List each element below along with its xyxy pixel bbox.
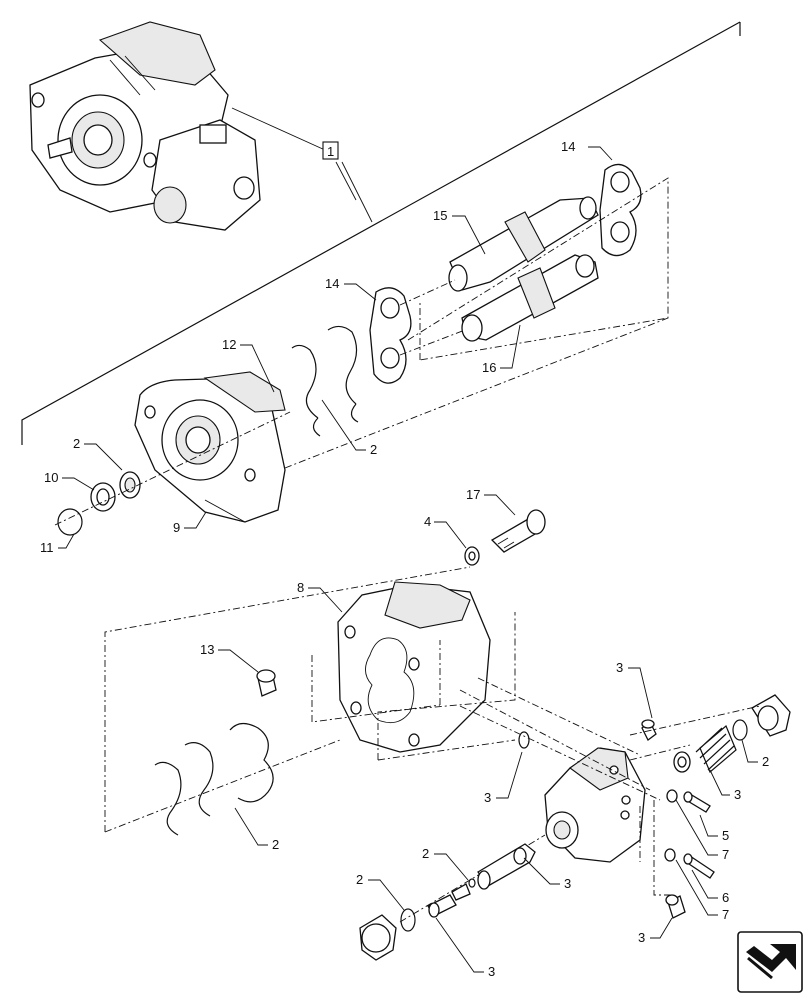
screw-5 bbox=[683, 791, 711, 813]
callout-label-17: 17 bbox=[466, 487, 480, 502]
callout-label-6: 6 bbox=[722, 890, 729, 905]
small-o-ring bbox=[468, 878, 476, 888]
callout-label-2-right: 2 bbox=[762, 754, 769, 769]
callout-label-1: 1 bbox=[327, 144, 334, 159]
dowel-sleeve-13 bbox=[256, 669, 277, 697]
callout-numbers: 14 15 14 16 12 2 2 10 11 9 17 4 8 13 3 2… bbox=[40, 139, 769, 979]
plug-o-ring bbox=[400, 908, 416, 932]
callout-label-9: 9 bbox=[173, 520, 180, 535]
bleed-screw-top bbox=[641, 719, 657, 741]
drive-gear-shaft bbox=[448, 196, 599, 292]
callout-label-3-bottom: 3 bbox=[488, 964, 495, 979]
driven-gear-shaft bbox=[461, 254, 599, 342]
valve-seat bbox=[451, 883, 471, 901]
callout-1: 1 bbox=[231, 107, 373, 223]
seal-retainer-ring bbox=[90, 482, 116, 512]
snap-ring bbox=[57, 508, 83, 536]
o-ring-center bbox=[518, 731, 530, 749]
callout-label-10: 10 bbox=[44, 470, 58, 485]
callout-label-11: 11 bbox=[40, 540, 54, 555]
callout-label-4: 4 bbox=[424, 514, 431, 529]
callout-label-14-top: 14 bbox=[561, 139, 575, 154]
next-page-arrow-icon[interactable] bbox=[737, 931, 803, 993]
washer-4 bbox=[464, 546, 480, 566]
callout-label-3-spool: 3 bbox=[564, 876, 571, 891]
callout-label-16: 16 bbox=[482, 360, 496, 375]
washer-7-a bbox=[666, 789, 678, 803]
callout-label-12: 12 bbox=[222, 337, 236, 352]
callout-label-2-seal: 2 bbox=[73, 436, 80, 451]
bearing-plate-left bbox=[369, 287, 412, 384]
callout-label-2-plug: 2 bbox=[356, 872, 363, 887]
washer-7-b bbox=[664, 848, 676, 862]
relief-washer bbox=[673, 751, 691, 773]
gear-housing-body bbox=[337, 581, 491, 753]
front-axis-line bbox=[54, 411, 291, 526]
callout-label-2-springs-bottom: 2 bbox=[272, 837, 279, 852]
callout-label-8: 8 bbox=[297, 580, 304, 595]
seal-spring-set-bottom bbox=[154, 722, 274, 836]
callout-label-3-fitting: 3 bbox=[638, 930, 645, 945]
hex-plug bbox=[359, 914, 397, 961]
callout-label-3-oring: 3 bbox=[484, 790, 491, 805]
shaft-seal bbox=[119, 471, 141, 499]
callout-label-7-b: 7 bbox=[722, 907, 729, 922]
callout-label-2-valve: 2 bbox=[422, 846, 429, 861]
callout-label-13: 13 bbox=[200, 642, 214, 657]
seal-spring-set-top bbox=[291, 325, 359, 437]
relief-spring bbox=[695, 725, 737, 773]
leader-lines bbox=[58, 146, 758, 973]
callout-label-7-a: 7 bbox=[722, 847, 729, 862]
relief-plug bbox=[751, 694, 791, 737]
front-flange-housing bbox=[134, 371, 286, 523]
assembled-pump-illustration bbox=[29, 21, 261, 231]
valve-cover-body bbox=[544, 747, 646, 863]
gear-group-outline bbox=[399, 177, 669, 361]
housing-axis-line bbox=[284, 317, 669, 469]
plug-fitting-bottom bbox=[665, 894, 686, 919]
valve-poppet bbox=[427, 894, 457, 918]
callout-label-14-left: 14 bbox=[325, 276, 339, 291]
screw-6 bbox=[683, 853, 715, 879]
callout-label-15: 15 bbox=[433, 208, 447, 223]
callout-label-2-springs-top: 2 bbox=[370, 442, 377, 457]
cap-screw-17 bbox=[490, 509, 546, 553]
valve-spool bbox=[477, 843, 536, 890]
lower-assembly-outline bbox=[104, 566, 471, 833]
relief-o-ring bbox=[732, 719, 748, 741]
bearing-plate-top bbox=[599, 163, 642, 257]
callout-label-3-spring: 3 bbox=[734, 787, 741, 802]
assembly-boundary bbox=[21, 21, 741, 445]
callout-label-3-top: 3 bbox=[616, 660, 623, 675]
housing-dash-outline bbox=[311, 612, 516, 761]
callout-label-5: 5 bbox=[722, 828, 729, 843]
